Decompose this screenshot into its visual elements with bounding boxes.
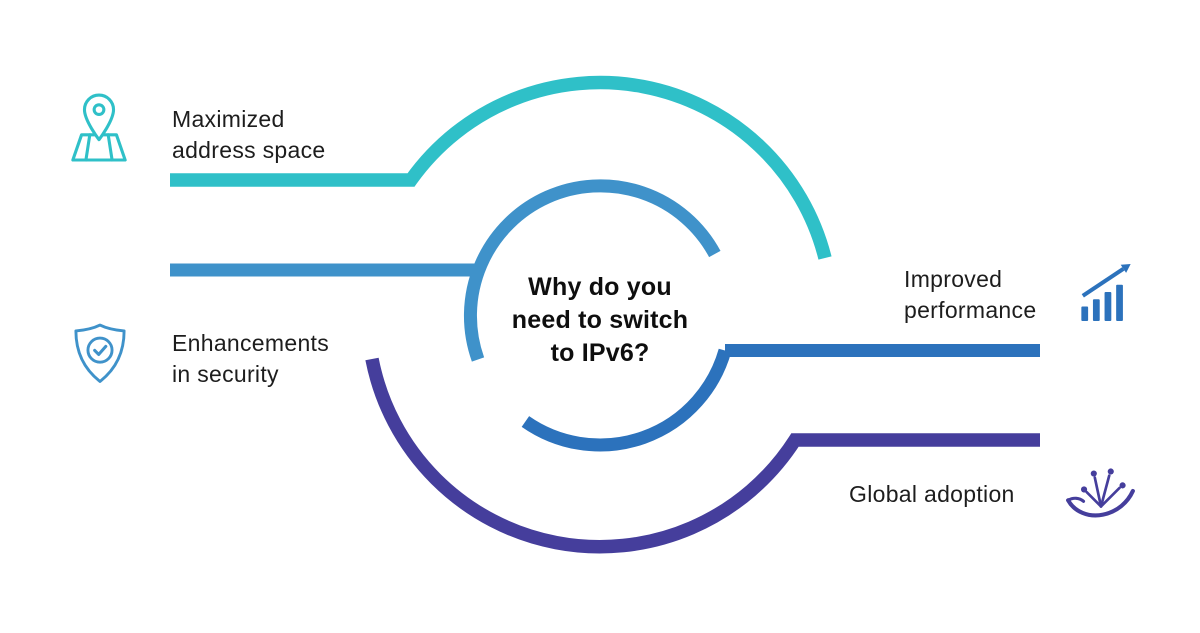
chart-bar-4 [1116,284,1123,321]
shield-inner-circle [86,336,114,364]
circuit-node-4 [1119,482,1126,489]
circuit-trace-4 [1099,486,1121,508]
center-title-line2: need to switch [511,306,689,334]
hand-palm-curve [1066,488,1135,518]
circuit-node-1 [1080,486,1088,493]
shield-check-icon [74,323,126,383]
pin-hole [92,103,106,117]
security-label-line1: Enhancements [172,330,330,356]
circuit-trace-2 [1093,476,1103,508]
global-adoption-label: Global adoption [849,479,1015,510]
performance-label-line2: performance [904,297,1037,323]
address-space-connector-arc [170,75,832,260]
pin-shape [82,93,116,142]
address-space-label: Maximized address space [172,104,326,166]
center-question-title: Why do you need to switch to IPv6? [468,271,732,370]
circuit-trace-1 [1085,490,1103,508]
growth-chart-arrow-icon [1081,263,1131,321]
center-title-line3: to IPv6? [550,339,650,367]
chart-bar-3 [1104,292,1112,321]
map-fold-lines [84,133,114,162]
hand-thumb-curve [1066,496,1086,503]
performance-label-line1: Improved [904,266,1003,292]
address-space-label-line1: Maximized [172,106,285,132]
shield-outline [74,323,126,383]
global-adoption-connector-arc [365,357,1040,554]
security-label-line2: in security [172,361,279,387]
security-connector-arc [170,179,721,362]
circuit-trace-3 [1099,474,1111,508]
chart-bar-1 [1081,306,1089,321]
global-adoption-label-line1: Global adoption [849,481,1015,507]
circuit-node-3 [1107,468,1114,475]
check-mark [93,344,108,357]
security-label: Enhancements in security [172,328,329,390]
map-pin-icon [71,93,127,162]
address-space-label-line2: address space [172,137,326,163]
chart-bar-2 [1092,299,1100,321]
map-shape [71,133,127,162]
circuit-node-2 [1090,470,1097,477]
center-title-line1: Why do you [528,273,672,301]
arrow-shaft [1081,267,1125,298]
arrow-head [1120,263,1131,273]
performance-connector-arc [521,344,1040,452]
performance-label: Improved performance [904,264,1036,326]
circuit-hand-icon [1066,468,1135,518]
